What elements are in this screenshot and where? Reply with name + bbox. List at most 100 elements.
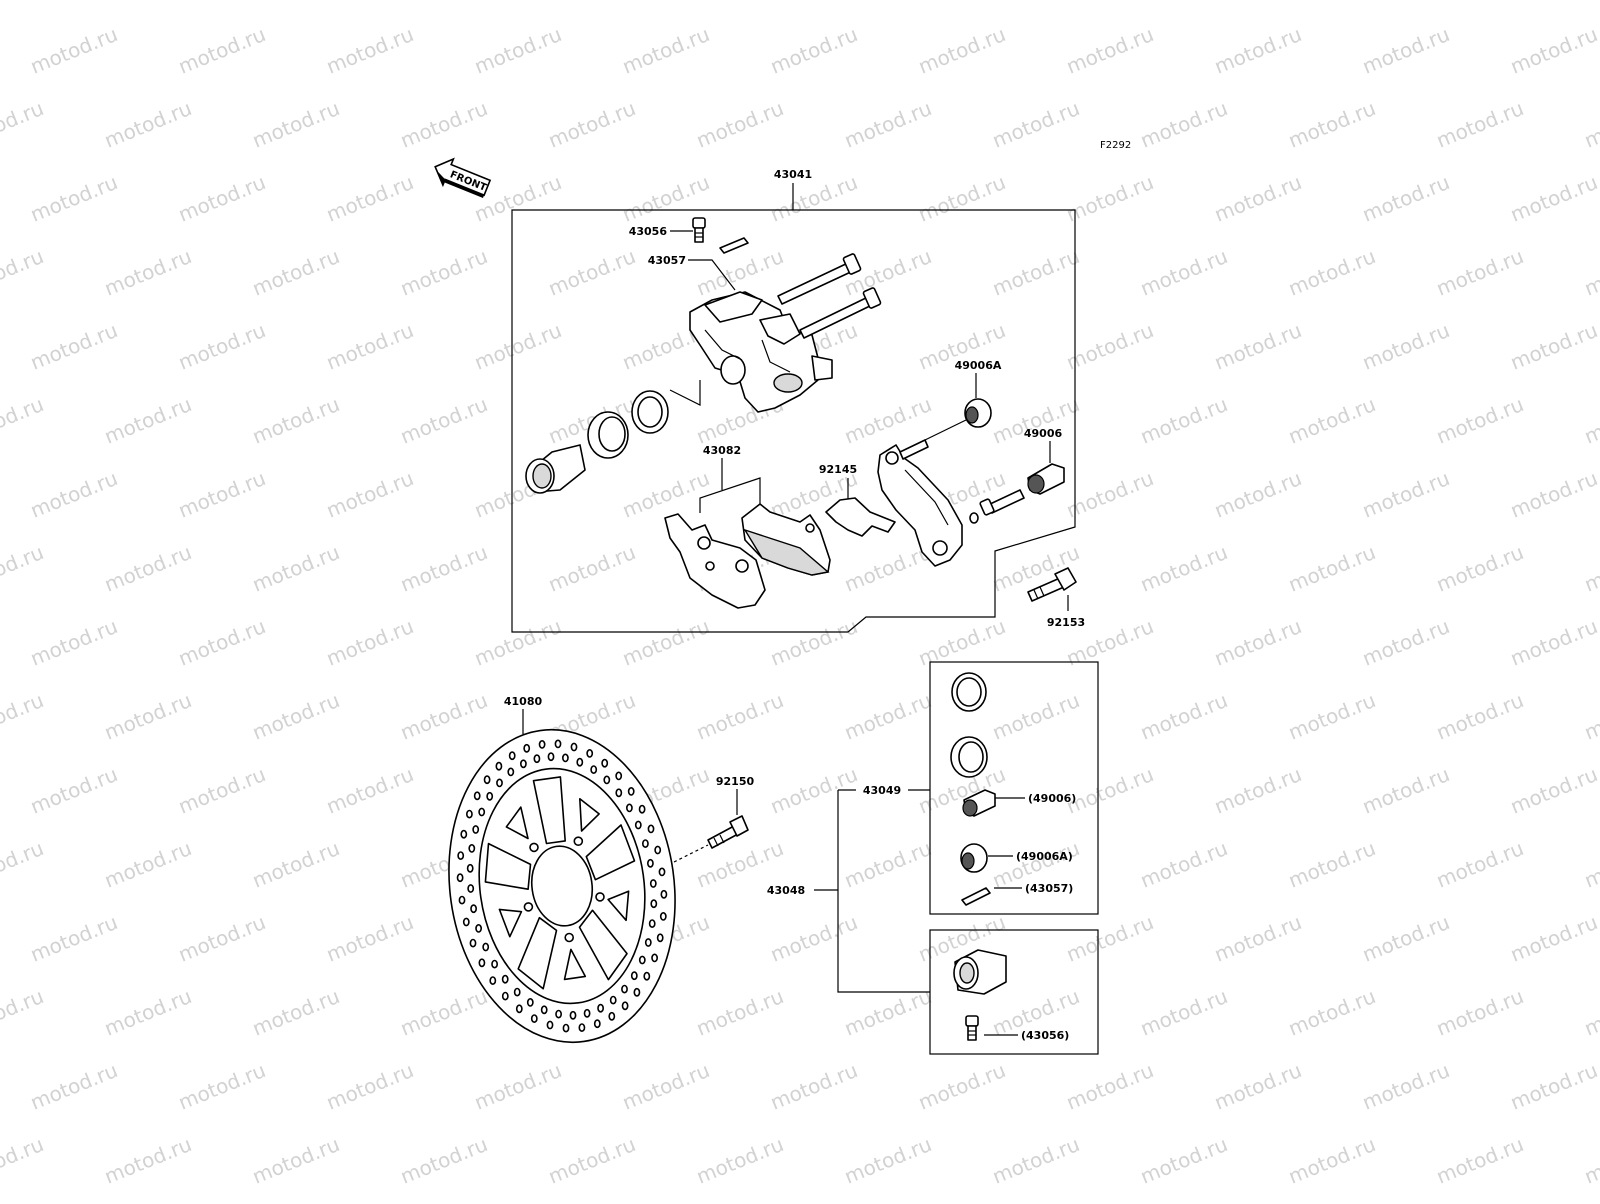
- callout-43041: 43041: [774, 168, 812, 181]
- watermark-text: motod.ru: [619, 22, 713, 79]
- watermark-text: motod.ru: [1063, 170, 1157, 227]
- disc-hole: [496, 778, 503, 788]
- watermark-text: motod.ru: [101, 96, 195, 153]
- watermark-text: motod.ru: [545, 0, 639, 5]
- disc-hole: [643, 971, 651, 981]
- seal-kit-box: [929, 661, 1099, 915]
- disc-hole: [465, 809, 473, 819]
- disc-hole: [523, 743, 531, 753]
- disc-bolt-hole: [529, 842, 539, 853]
- watermark-text: motod.ru: [915, 1058, 1009, 1115]
- disc-hole: [482, 942, 490, 952]
- watermark-text: motod.ru: [0, 0, 47, 5]
- callout-43049: 43049: [863, 784, 901, 797]
- watermark-text: motod.ru: [1433, 540, 1527, 597]
- disc-hole: [467, 884, 475, 893]
- dust-seal-ring: [631, 390, 669, 434]
- caliper-assembly-frame: [511, 209, 1076, 633]
- callout-43057: 43057: [648, 254, 686, 267]
- watermark-text: motod.ru: [1507, 22, 1600, 79]
- disc-hole: [621, 1001, 629, 1011]
- watermark-text: motod.ru: [0, 984, 47, 1041]
- disc-hole: [651, 953, 658, 963]
- disc-hole: [601, 758, 609, 768]
- callout-49006A: 49006A: [955, 359, 1002, 372]
- callout-49006: 49006: [1024, 427, 1063, 440]
- disc-bolt-hole: [564, 932, 575, 943]
- watermark-text: motod.ru: [619, 614, 713, 671]
- watermark-text: motod.ru: [1507, 318, 1600, 375]
- watermark-text: motod.ru: [249, 0, 343, 5]
- disc-hole: [457, 851, 465, 860]
- watermark-text: motod.ru: [767, 1058, 861, 1115]
- boot-49006A: [964, 398, 992, 428]
- disc-hole: [478, 958, 486, 968]
- watermark-text: motod.ru: [175, 1058, 269, 1115]
- watermark-text: motod.ru: [175, 170, 269, 227]
- watermark-text: motod.ru: [1211, 318, 1305, 375]
- watermark-text: motod.ru: [27, 762, 121, 819]
- watermark-text: motod.ru: [27, 910, 121, 967]
- watermark-text: motod.ru: [989, 392, 1083, 449]
- watermark-text: motod.ru: [1507, 1058, 1600, 1115]
- watermark-text: motod.ru: [1211, 170, 1305, 227]
- watermark-text: motod.ru: [175, 22, 269, 79]
- disc-hole: [554, 739, 562, 749]
- watermark-text: motod.ru: [1433, 0, 1527, 5]
- disc-hole: [515, 1004, 523, 1014]
- callout-92150: 92150: [716, 775, 755, 788]
- watermark-text: motod.ru: [1581, 392, 1600, 449]
- disc-hole: [638, 955, 646, 965]
- bracket-pin: [899, 439, 929, 460]
- watermark-text: motod.ru: [1285, 688, 1379, 745]
- watermark-text: motod.ru: [1211, 1058, 1305, 1115]
- small-washer: [969, 512, 979, 524]
- watermark-text: motod.ru: [1433, 688, 1527, 745]
- watermark-text: motod.ru: [101, 540, 195, 597]
- disc-hole: [608, 1011, 616, 1021]
- disc-hole: [508, 751, 516, 761]
- watermark-text: motod.ru: [27, 22, 121, 79]
- watermark-text: motod.ru: [1359, 318, 1453, 375]
- caliper-body: [689, 291, 833, 413]
- watermark-text: motod.ru: [323, 170, 417, 227]
- watermark-text: motod.ru: [1433, 96, 1527, 153]
- disc-hole: [460, 829, 468, 839]
- watermark-text: motod.ru: [1063, 318, 1157, 375]
- watermark-text: motod.ru: [101, 1132, 195, 1189]
- watermark-text: motod.ru: [1285, 0, 1379, 5]
- callout-43082: 43082: [703, 444, 741, 457]
- watermark-text: motod.ru: [1137, 688, 1231, 745]
- kit-boot-49006: [962, 789, 996, 817]
- disc-hole: [659, 912, 667, 921]
- watermark-text: motod.ru: [0, 836, 47, 893]
- watermark-text: motod.ru: [619, 466, 713, 523]
- disc-cutout: [607, 890, 630, 922]
- seal-group-leader: [669, 380, 701, 406]
- watermark-text: motod.ru: [1285, 96, 1379, 153]
- watermark-text: motod.ru: [1581, 1132, 1600, 1189]
- bleeder-valve-43056: [692, 217, 706, 243]
- watermark-text: motod.ru: [841, 0, 935, 5]
- watermark-text: motod.ru: [1285, 1132, 1379, 1189]
- watermark-text: motod.ru: [545, 244, 639, 301]
- leader-43082: [699, 477, 761, 513]
- watermark-text: motod.ru: [323, 1058, 417, 1115]
- disc-spokes: [484, 776, 636, 990]
- kit-cap-43057: [961, 887, 991, 906]
- watermark-text: motod.ru: [1359, 910, 1453, 967]
- watermark-text: motod.ru: [249, 392, 343, 449]
- callout-92145: 92145: [819, 463, 857, 476]
- watermark-text: motod.ru: [1211, 22, 1305, 79]
- disc-cutout: [578, 797, 600, 832]
- watermark-text: motod.ru: [175, 762, 269, 819]
- watermark-text: motod.ru: [249, 688, 343, 745]
- watermark-text: motod.ru: [989, 0, 1083, 5]
- watermark-text: motod.ru: [323, 22, 417, 79]
- watermark-text: motod.ru: [27, 466, 121, 523]
- disc-hole: [649, 879, 657, 888]
- disc-hole: [555, 1009, 562, 1019]
- disc-hole: [621, 984, 628, 994]
- watermark-text: motod.ru: [1137, 836, 1231, 893]
- disc-cutout: [505, 806, 529, 840]
